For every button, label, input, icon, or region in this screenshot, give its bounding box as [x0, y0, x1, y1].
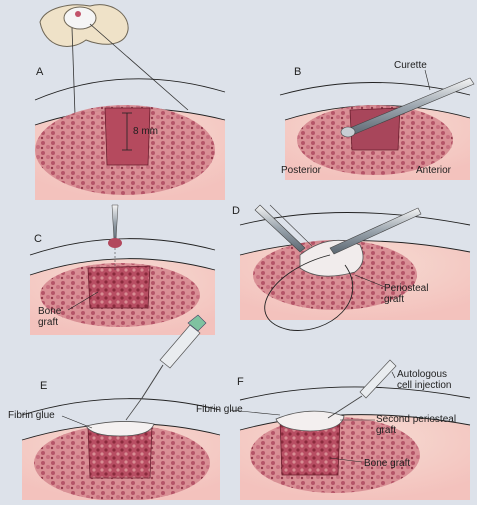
- panel-letter-b: B: [294, 66, 302, 78]
- panel-e-drawing: [21, 314, 221, 501]
- panel-b-drawing: [279, 69, 475, 180]
- panel-letter-a: A: [36, 66, 44, 78]
- fibrin-glue-label-e: Fibrin glue: [8, 410, 55, 421]
- autologous-label: Autologous cell injection: [397, 369, 452, 391]
- knee-thumbnail: [39, 4, 189, 116]
- panel-letter-d: D: [232, 205, 240, 217]
- panel-c-drawing: [29, 204, 216, 335]
- posterior-label: Posterior: [281, 165, 322, 176]
- second-periosteal-label: Second periosteal graft: [376, 414, 457, 436]
- measure-label: 8 mm: [133, 126, 158, 137]
- curette-label: Curette: [394, 60, 427, 71]
- panel-letter-e: E: [40, 380, 48, 392]
- periosteal-graft-label: Periosteal graft: [384, 283, 429, 305]
- bone-graft-label-f: Bone graft: [364, 458, 411, 469]
- panel-letter-f: F: [237, 376, 244, 388]
- panel-f-drawing: [229, 359, 471, 500]
- bone-graft-label-c: Bone graft: [38, 306, 62, 328]
- fibrin-glue-label-f: Fibrin glue: [196, 404, 243, 415]
- anterior-label: Anterior: [416, 165, 452, 176]
- panel-letter-c: C: [34, 233, 42, 245]
- panel-a-drawing: [34, 78, 226, 200]
- panel-d-drawing: [239, 204, 471, 331]
